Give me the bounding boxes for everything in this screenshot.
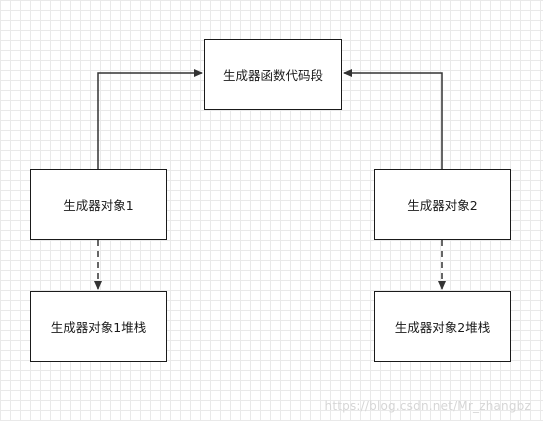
generator-object1-box: 生成器对象1 xyxy=(30,169,167,240)
generator-object2-stack-label: 生成器对象2堆栈 xyxy=(394,320,491,335)
code-segment-box: 生成器函数代码段 xyxy=(204,39,342,110)
generator-object1-stack-box: 生成器对象1堆栈 xyxy=(30,291,167,362)
generator-object1-label: 生成器对象1 xyxy=(63,198,134,213)
generator-object2-box: 生成器对象2 xyxy=(374,169,511,240)
generator-object2-label: 生成器对象2 xyxy=(407,198,478,213)
edge-object1-to-code xyxy=(97,69,203,169)
generator-object2-stack-box: 生成器对象2堆栈 xyxy=(374,291,511,362)
edge-object2-to-code xyxy=(343,69,443,169)
code-segment-label: 生成器函数代码段 xyxy=(222,68,323,83)
generator-object1-stack-label: 生成器对象1堆栈 xyxy=(50,320,147,335)
watermark: https://blog.csdn.net/Mr_zhangbz xyxy=(324,399,531,413)
